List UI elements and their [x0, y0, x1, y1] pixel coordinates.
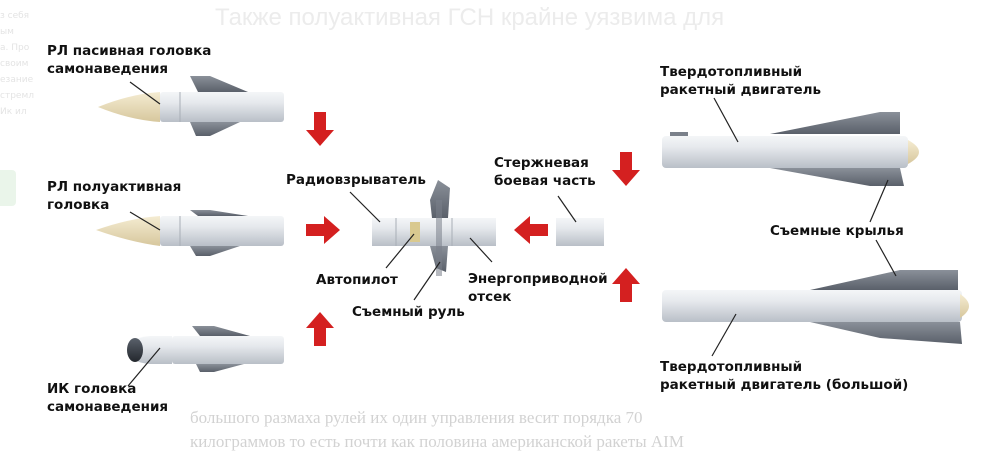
label-rudder: Съемный руль	[352, 304, 465, 320]
arrow-right-icon	[306, 216, 340, 244]
arrow-up-icon	[612, 268, 640, 302]
fin	[190, 76, 248, 92]
label-ir-seeker: ИК головка самонаведения	[47, 381, 169, 415]
fin	[190, 246, 240, 256]
rod-warhead-segment	[556, 218, 604, 246]
autopilot-block	[410, 222, 420, 242]
wing	[770, 168, 904, 186]
motor-body	[662, 290, 962, 322]
label-removable-wings: Съемные крылья	[770, 223, 904, 239]
background-footer-line-1: большого размаха рулей их один управлени…	[190, 408, 643, 427]
label-rl-passive-seeker: РЛ пасивная головка самонаведения	[47, 43, 212, 77]
label-rl-semiactive-seeker: РЛ полуактивная головка	[47, 179, 182, 213]
radar-nose	[98, 92, 160, 122]
rl-semiactive-seeker-missile	[96, 210, 284, 256]
solid-motor-large	[662, 270, 969, 344]
background-side-text: з себя ым а. Про своим езание стремл Ик …	[0, 11, 34, 117]
missile-body	[172, 336, 284, 364]
background-green-tab	[0, 170, 16, 206]
wing	[770, 112, 900, 134]
label-radio-fuze: Радиовзрыватель	[286, 172, 426, 188]
removable-rudder	[430, 180, 450, 218]
motor-nozzle	[908, 140, 919, 164]
fin	[190, 122, 240, 136]
background-footer-line-2: килограммов то есть почти как половина а…	[190, 432, 684, 451]
label-solid-motor-large: Твердотопливный ракетный двигатель (боль…	[660, 359, 909, 393]
arrow-left-icon	[514, 216, 548, 244]
fin	[196, 364, 244, 372]
motor-nozzle	[960, 294, 969, 318]
center-body	[372, 218, 496, 246]
label-autopilot: Автопилот	[316, 272, 398, 288]
ir-seeker-missile	[127, 326, 284, 372]
arrow-up-icon	[306, 312, 334, 346]
motor-body	[662, 136, 908, 168]
label-rod-warhead: Стержневая боевая часть	[494, 155, 596, 189]
wing	[810, 270, 958, 290]
background-heading: Также полуактивная ГСН крайне уязвима дл…	[215, 4, 725, 31]
ir-dome	[127, 338, 143, 362]
exploded-center-section	[372, 180, 496, 276]
rl-passive-seeker-missile	[98, 76, 284, 136]
radar-nose	[96, 216, 160, 246]
wing	[810, 322, 962, 344]
solid-motor	[662, 112, 919, 186]
arrow-down-icon	[306, 112, 334, 146]
fin	[190, 210, 248, 216]
missile-body	[160, 216, 284, 246]
fin	[192, 326, 250, 336]
leader-lines	[127, 81, 897, 387]
missile-body	[160, 92, 284, 122]
arrow-down-icon	[612, 152, 640, 186]
label-power-section: Энергоприводной отсек	[468, 271, 608, 305]
label-solid-motor: Твердотопливный ракетный двигатель	[660, 64, 822, 98]
